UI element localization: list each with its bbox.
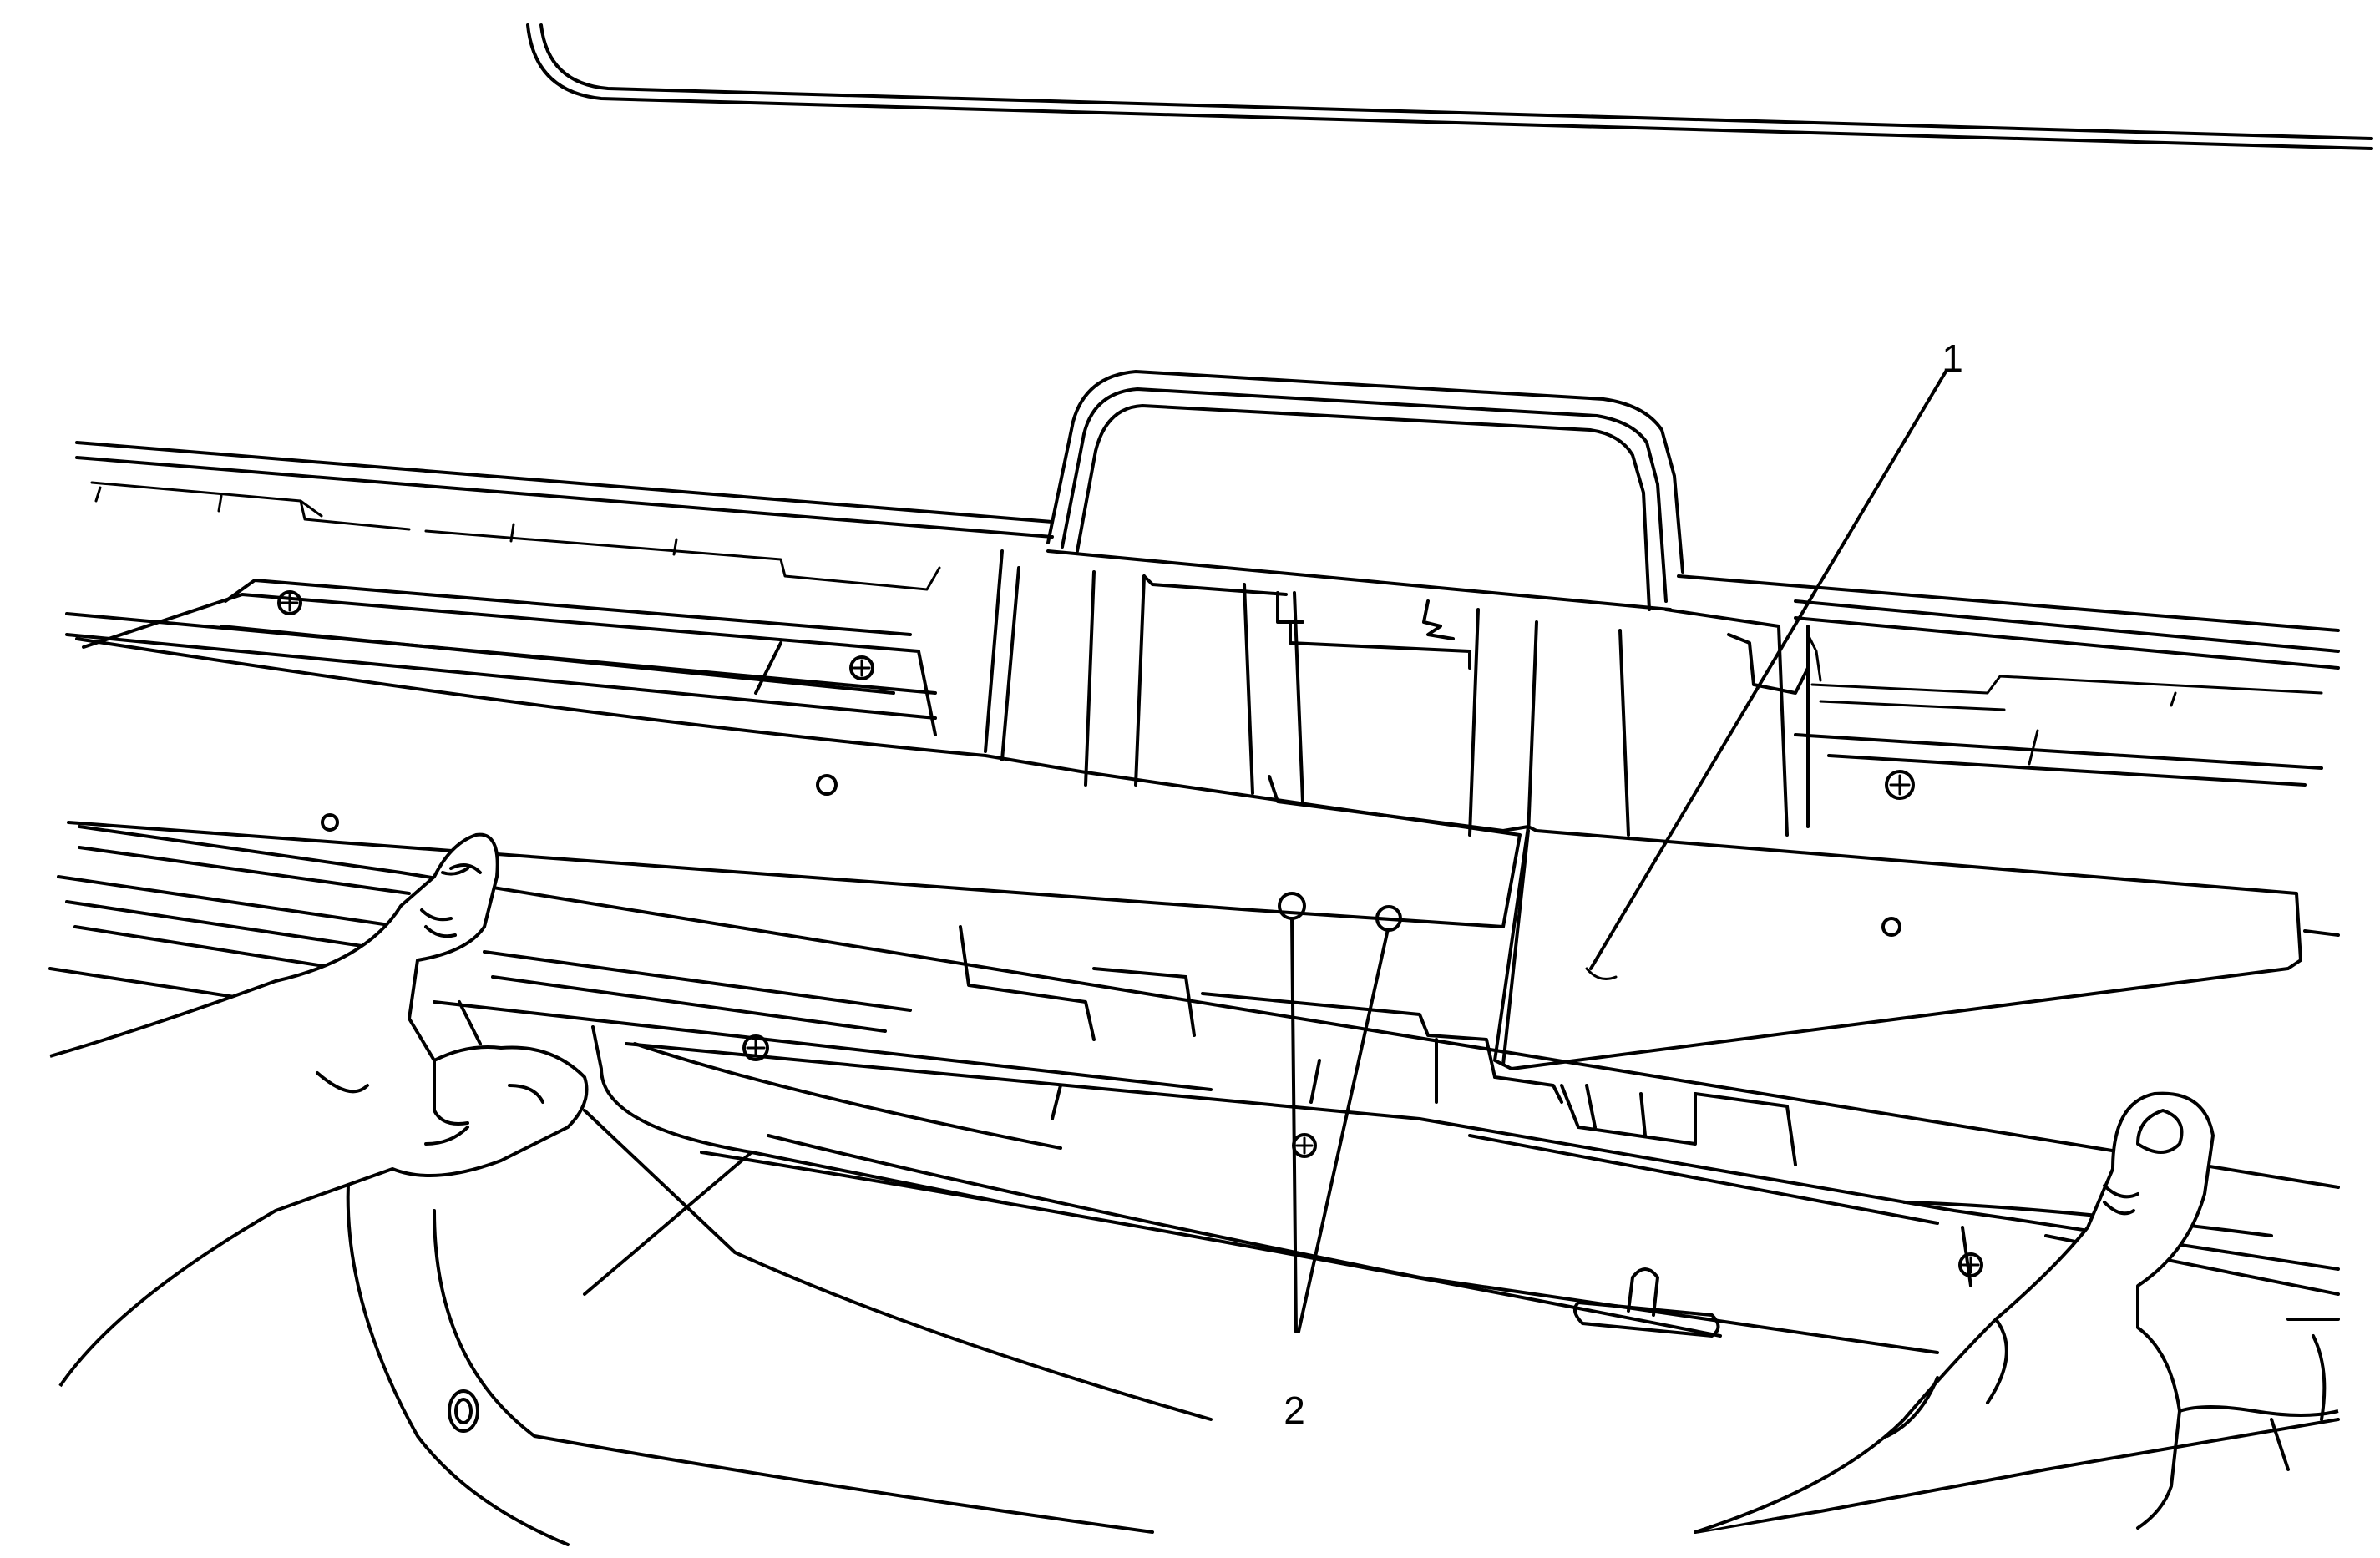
latch-slot <box>1573 1267 1720 1338</box>
callout-label-1: 1 <box>1942 336 1963 380</box>
lower-fascia <box>48 825 2340 1546</box>
right-hand <box>1694 1091 2339 1534</box>
hole-circle <box>1881 917 1901 937</box>
screw-icon <box>742 1034 769 1061</box>
left-hand <box>49 832 589 1388</box>
callout-label-2: 2 <box>1284 1389 1305 1432</box>
screw-icon <box>1885 770 1915 800</box>
screw-icon <box>849 655 874 680</box>
screws <box>277 590 1983 1277</box>
leader-lines <box>1290 370 1947 1333</box>
screw-icon <box>277 590 302 615</box>
top-panel-edge <box>526 23 2373 150</box>
screw-icon <box>1958 1252 1983 1277</box>
fastener-hole <box>1278 892 1306 920</box>
fog-light-hole <box>448 1389 479 1433</box>
screw-icon <box>1292 1133 1317 1158</box>
fog-light-hole-inner <box>454 1398 473 1424</box>
rear-rail <box>65 441 2340 828</box>
center-bracket <box>984 370 1810 837</box>
front-panel <box>67 637 2340 1166</box>
hole-circle <box>816 774 838 796</box>
hole-circle <box>321 813 339 832</box>
